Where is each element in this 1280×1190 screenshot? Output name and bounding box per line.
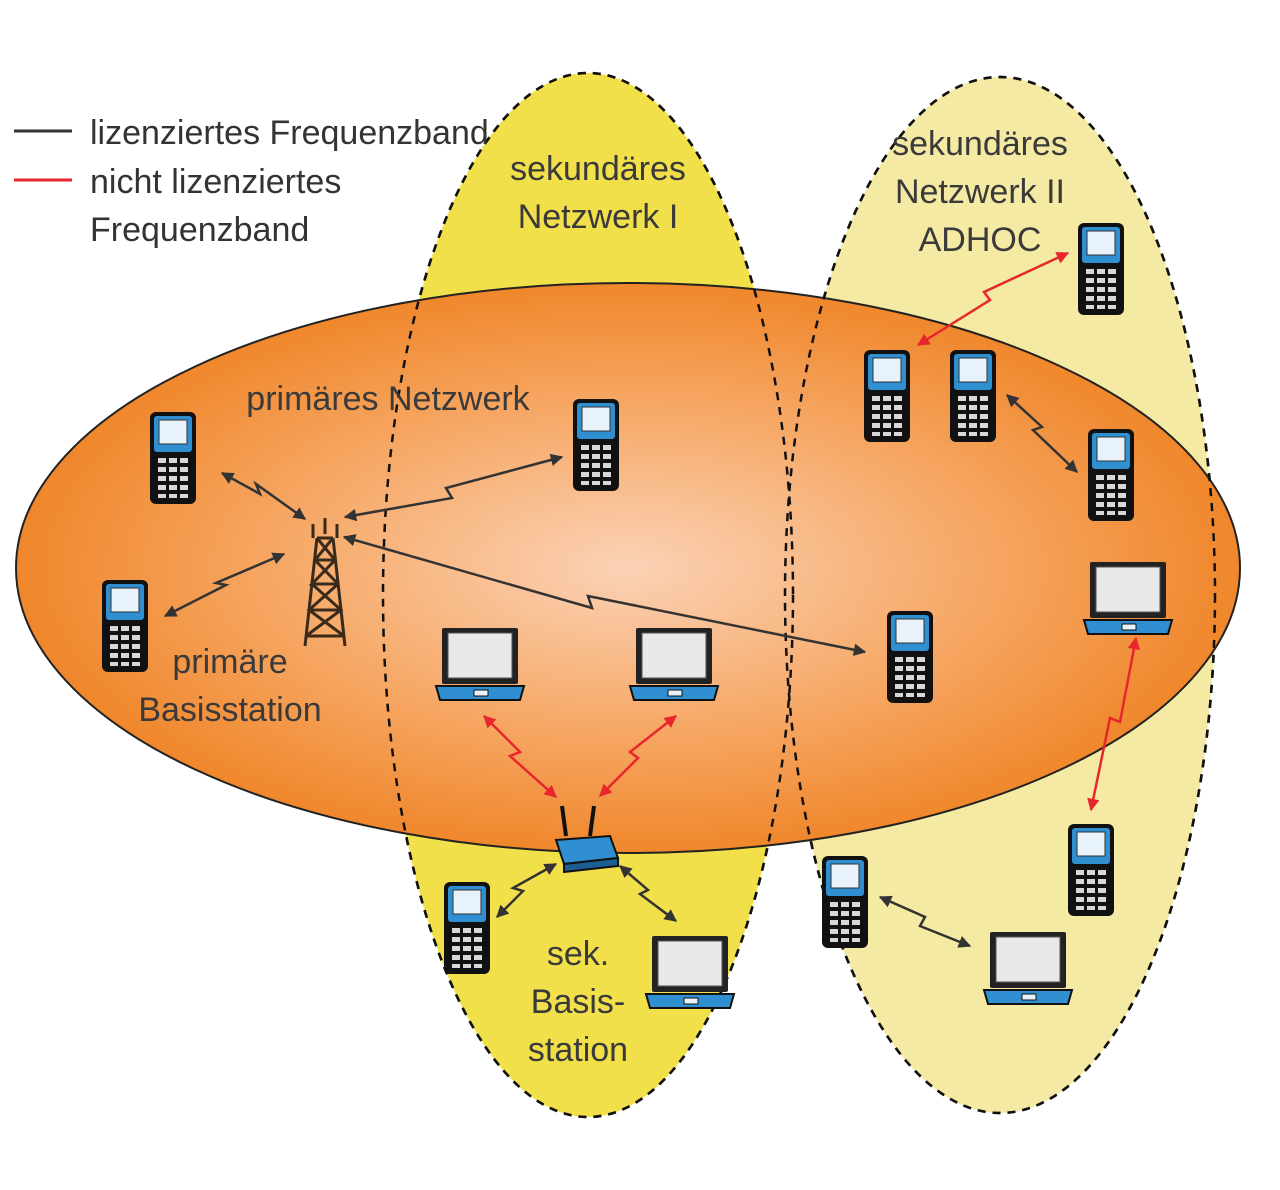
mobile-phone-icon: [572, 398, 620, 492]
laptop-icon: [435, 627, 525, 701]
mobile-phone-icon: [1067, 823, 1115, 917]
secondary-network-2-label-line1: sekundäres: [892, 125, 1068, 163]
laptop-icon: [645, 935, 735, 1009]
unlicensed-link-router-laptop: [599, 715, 677, 797]
mobile-phone-icon: [149, 411, 197, 505]
mobile-phone-icon: [101, 579, 149, 673]
laptop-icon: [983, 931, 1073, 1005]
licensed-link-phone1-tower: [220, 471, 307, 521]
mobile-phone-icon: [949, 349, 997, 443]
legend-licensed-label: lizenziertes Frequenzband: [90, 114, 489, 152]
mobile-phone-icon: [863, 349, 911, 443]
laptop-icon: [1083, 561, 1173, 635]
licensed-link-tower-phone3: [343, 453, 564, 522]
primary-base-station-label-line1: primäre: [172, 643, 287, 681]
unlicensed-link-adhoc-laptop-phone: [1087, 636, 1141, 812]
mobile-phone-icon: [1077, 222, 1125, 316]
primary-network-label: primäres Netzwerk: [246, 380, 530, 418]
wireless-router-icon: [554, 805, 620, 874]
licensed-link-adhoc-phone-laptop: [878, 895, 972, 948]
secondary-network-2-label-line3: ADHOC: [919, 221, 1042, 259]
laptop-icon: [629, 627, 719, 701]
primary-base-station-label-line2: Basisstation: [138, 691, 321, 729]
licensed-link-adhoc-phones: [1006, 394, 1078, 473]
licensed-link-router-laptop: [619, 865, 677, 922]
mobile-phone-icon: [443, 881, 491, 975]
licensed-link-tower-phone4: [342, 534, 867, 656]
legend-unlicensed-label-line2: Frequenzband: [90, 211, 309, 249]
secondary-base-station-label-line1: sek.: [547, 935, 609, 973]
cell-tower-icon: [303, 518, 347, 647]
secondary-network-1-label-line2: Netzwerk I: [518, 198, 679, 236]
unlicensed-link-adhoc-top: [916, 251, 1070, 347]
unlicensed-link-laptop-router: [483, 715, 557, 798]
mobile-phone-icon: [886, 610, 934, 704]
legend-unlicensed-label-line1: nicht lizenziertes: [90, 163, 341, 201]
secondary-base-station-label-line2: Basis-: [531, 983, 625, 1021]
licensed-link-router-phone: [496, 862, 558, 918]
mobile-phone-icon: [1087, 428, 1135, 522]
secondary-base-station-label-line3: station: [528, 1031, 628, 1069]
mobile-phone-icon: [821, 855, 869, 949]
licensed-link-phone2-tower: [163, 552, 286, 618]
secondary-network-2-label-line2: Netzwerk II: [895, 173, 1065, 211]
secondary-network-1-label-line1: sekundäres: [510, 150, 686, 188]
